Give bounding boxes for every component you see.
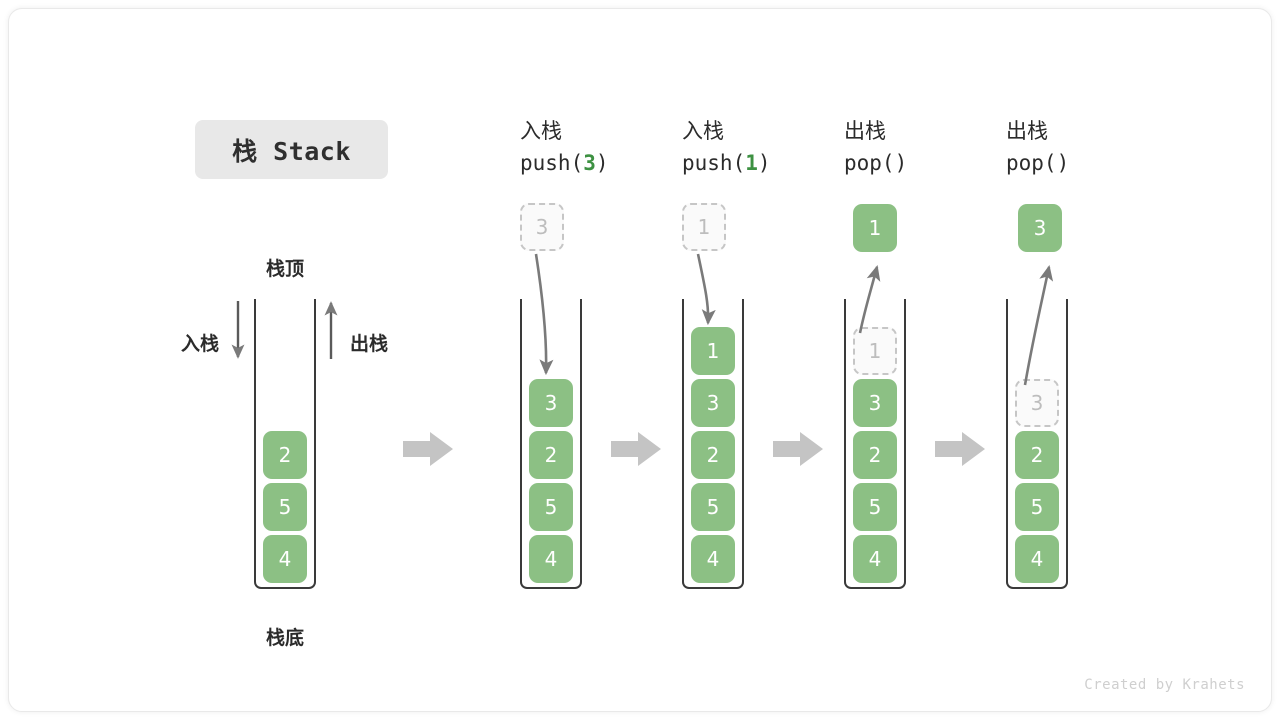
stack-cell-ghost: 1 (853, 327, 897, 375)
stack-column-pop-1: 4 5 2 3 1 (844, 299, 906, 589)
step-head-push-1: 入栈 (682, 119, 724, 143)
push-preview-cell-3: 3 (520, 203, 564, 251)
footer-credit: Created by Krahets (1084, 677, 1245, 693)
push-side-label: 入栈 (181, 333, 220, 355)
stack-cell: 2 (691, 431, 735, 479)
code-arg: 3 (583, 151, 596, 175)
stack-bottom-label: 栈底 (266, 627, 305, 649)
stack-cell: 5 (529, 483, 573, 531)
stack-cells-push-1: 4 5 2 3 1 (684, 327, 742, 583)
popped-value-cell-3: 3 (1018, 204, 1062, 252)
stack-cells-initial: 4 5 2 (256, 431, 314, 583)
stack-cells-pop-3: 4 5 2 3 (1008, 379, 1066, 583)
stack-cells-pop-1: 4 5 2 3 1 (846, 327, 904, 583)
stack-cell: 3 (691, 379, 735, 427)
stack-cell-ghost: 3 (1015, 379, 1059, 427)
stack-cell: 4 (263, 535, 307, 583)
step-code-push-3: push(3) (520, 151, 609, 175)
step-code-push-1: push(1) (682, 151, 771, 175)
step-head-push-3: 入栈 (520, 119, 562, 143)
stack-cell: 2 (853, 431, 897, 479)
popped-value-cell-1: 1 (853, 204, 897, 252)
stack-cell: 5 (263, 483, 307, 531)
stack-cell: 4 (529, 535, 573, 583)
code-prefix: pop( (844, 151, 895, 175)
step-head-pop-1: 出栈 (844, 119, 886, 143)
code-prefix: push( (520, 151, 584, 175)
stack-cell: 5 (691, 483, 735, 531)
code-suffix: ) (1056, 151, 1070, 175)
code-suffix: ) (894, 151, 908, 175)
code-suffix: ) (757, 151, 771, 175)
stack-cell: 2 (263, 431, 307, 479)
stack-cell: 4 (853, 535, 897, 583)
code-suffix: ) (595, 151, 609, 175)
stack-cell: 4 (1015, 535, 1059, 583)
step-arrow-4 (935, 432, 985, 466)
step-arrow-3 (773, 432, 823, 466)
stack-cell: 1 (691, 327, 735, 375)
stack-cell: 3 (529, 379, 573, 427)
stack-column-push-1: 4 5 2 3 1 (682, 299, 744, 589)
push-preview-cell-1: 1 (682, 203, 726, 251)
stack-cells-push-3: 4 5 2 3 (522, 379, 580, 583)
stack-cell: 3 (853, 379, 897, 427)
code-prefix: push( (682, 151, 746, 175)
code-arg: 1 (745, 151, 758, 175)
stack-cell: 2 (1015, 431, 1059, 479)
step-code-pop-1: pop() (844, 151, 907, 175)
step-arrow-2 (611, 432, 661, 466)
stack-column-push-3: 4 5 2 3 (520, 299, 582, 589)
step-head-pop-3: 出栈 (1006, 119, 1048, 143)
stack-column-pop-3: 4 5 2 3 (1006, 299, 1068, 589)
diagram-canvas: 栈 Stack 栈顶 栈底 入栈 出栈 4 5 2 入栈 push(3) 3 4… (8, 8, 1272, 712)
stack-column-initial: 4 5 2 (254, 299, 316, 589)
arrows-overlay (231, 253, 1054, 466)
stack-cell: 2 (529, 431, 573, 479)
pop-side-label: 出栈 (350, 333, 389, 355)
diagram-title-chip: 栈 Stack (195, 120, 388, 179)
step-arrow-1 (403, 432, 453, 466)
stack-cell: 4 (691, 535, 735, 583)
stack-top-label: 栈顶 (266, 258, 305, 280)
stack-cell: 5 (1015, 483, 1059, 531)
step-code-pop-3: pop() (1006, 151, 1069, 175)
code-prefix: pop( (1006, 151, 1057, 175)
stack-cell: 5 (853, 483, 897, 531)
